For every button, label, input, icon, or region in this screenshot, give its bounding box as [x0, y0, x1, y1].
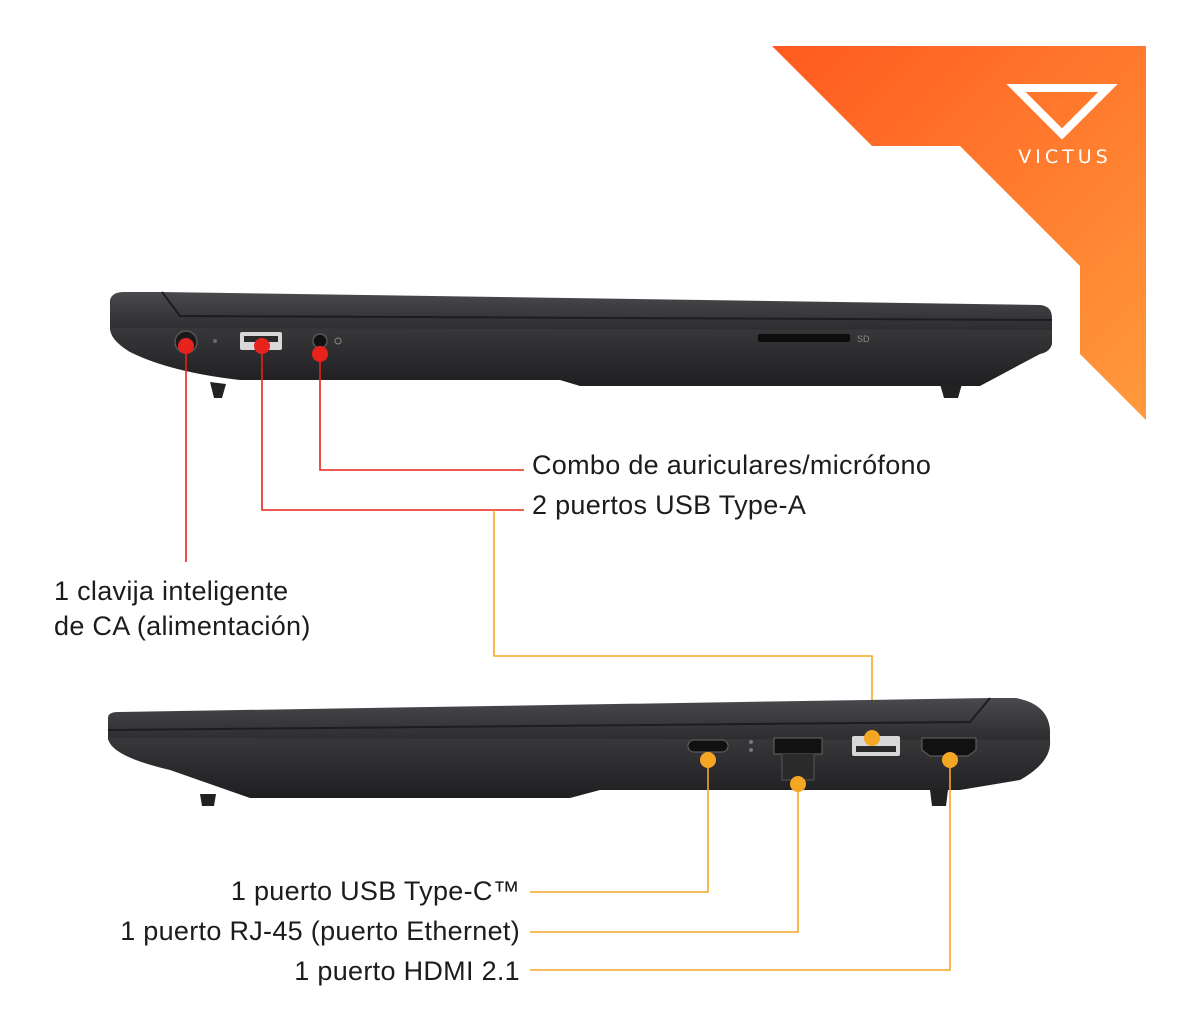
sd-slot-label: SD — [857, 334, 870, 344]
rj45-port-label: 1 puerto RJ-45 (puerto Ethernet) — [120, 916, 520, 946]
orange-callout-lines — [530, 760, 951, 971]
laptop-left-side: SD — [110, 291, 1053, 562]
victus-v-logo-icon — [1006, 84, 1118, 140]
ac-power-label: 1 clavija inteligente de CA (alimentació… — [54, 576, 311, 641]
hdmi-port — [921, 737, 977, 757]
hdmi-port-label: 1 puerto HDMI 2.1 — [294, 956, 520, 986]
usb-a-link-line — [493, 510, 873, 736]
sd-card-slot: SD — [758, 334, 870, 344]
brand-name: VICTUS — [1018, 146, 1112, 168]
orange-callout-dots — [700, 730, 958, 792]
usb-a-port-right — [852, 736, 900, 756]
headphone-combo-label: Combo de auriculares/micrófono — [532, 450, 932, 480]
red-callout-lines — [185, 346, 524, 562]
laptop-right-side — [107, 697, 1051, 971]
status-leds — [749, 740, 753, 752]
usb-a-ports-label: 2 puertos USB Type-A — [532, 490, 807, 520]
red-callout-dots — [178, 338, 328, 362]
rj45-port — [773, 737, 823, 781]
usb-c-port — [687, 739, 729, 753]
usb-c-port-label: 1 puerto USB Type-C™ — [230, 876, 520, 906]
brand-banner — [772, 46, 1146, 420]
